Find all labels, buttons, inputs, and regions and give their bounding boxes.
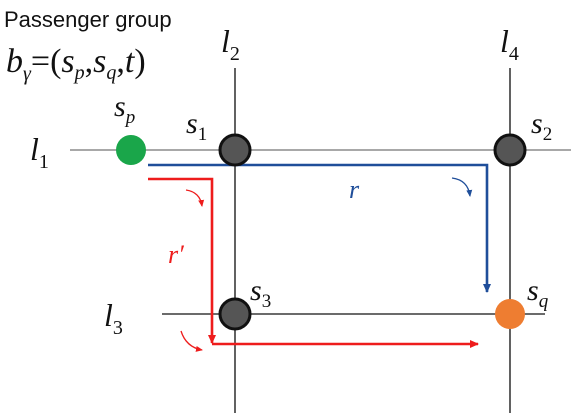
route-r-turn-indicator	[451, 177, 473, 197]
station-label-s1: s1	[186, 107, 207, 145]
station-sq-node	[495, 299, 525, 329]
station-s3-node	[218, 297, 252, 331]
line-label-l2: l2	[221, 23, 240, 65]
station-label-s2: s2	[531, 107, 552, 145]
diagram-title: Passenger group	[4, 7, 172, 32]
route-r-path	[148, 163, 491, 293]
line-label-l3: l3	[104, 297, 123, 339]
station-label-s3: s3	[250, 274, 271, 312]
station-s2-node	[493, 133, 527, 167]
passenger-group-formula: bγ=(sp,sq,t)	[6, 43, 146, 85]
station-sp-node	[116, 135, 146, 165]
station-label-sq: sq	[527, 274, 549, 312]
route-r-label: r	[349, 175, 360, 204]
line-label-l4: l4	[500, 23, 519, 65]
line-label-l1: l1	[30, 131, 49, 173]
station-s1-node	[218, 133, 252, 167]
station-label-sp: sp	[114, 90, 135, 128]
route-r-prime-first-leg	[148, 177, 216, 344]
route-r-prime-label: r′	[168, 240, 184, 269]
route-r-prime-turn-indicator-1	[185, 189, 205, 207]
route-r-prime-turn-indicator-2	[180, 330, 203, 352]
